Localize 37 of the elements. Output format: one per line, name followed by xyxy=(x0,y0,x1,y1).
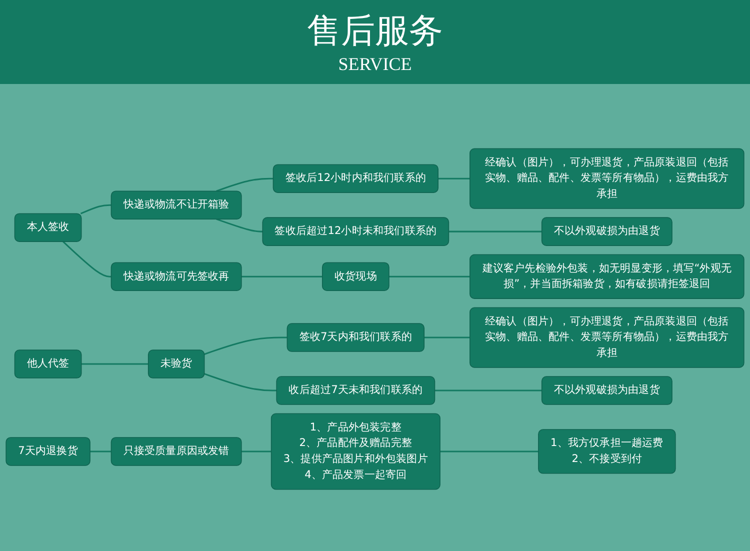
connector xyxy=(448,230,542,232)
node-box: 快递或物流可先签收再 xyxy=(110,262,242,291)
node-box: 1、产品外包装完整 2、产品配件及赠品完整 3、提供产品图片和外包装图片 4、产品发票一起寄回 xyxy=(270,413,440,490)
title: 售后服务 xyxy=(307,10,443,53)
connector xyxy=(204,373,277,392)
node-box: 7天内退换货 xyxy=(6,437,90,466)
connector xyxy=(241,450,272,452)
connector xyxy=(216,178,274,192)
node-box: 签收后12小时内和我们联系的 xyxy=(272,164,438,193)
connector xyxy=(434,390,542,392)
connector xyxy=(424,336,470,338)
connector xyxy=(440,450,538,452)
node-box: 1、我方仅承担一趟运费 2、不接受到付 xyxy=(538,429,676,474)
connector xyxy=(81,363,148,365)
node-box: 收货现场 xyxy=(322,262,390,291)
node-box: 签收7天内和我们联系的 xyxy=(286,323,425,352)
node-box: 未验货 xyxy=(148,350,205,378)
node-box: 快递或物流不让开箱验 xyxy=(110,190,242,220)
connector xyxy=(90,450,112,452)
node-box: 不以外观破损为由退货 xyxy=(541,217,672,246)
subtitle: SERVICE xyxy=(338,54,412,75)
connector xyxy=(80,204,112,214)
node-box: 他人代签 xyxy=(14,350,82,378)
node-box: 收后超过7天未和我们联系的 xyxy=(276,376,436,405)
node-box: 建议客户先检验外包装，如无明显变形，填写“外观无损”，并当面拆箱验货，如有破损请拒签退回 xyxy=(470,254,744,299)
connector xyxy=(241,276,322,278)
node-box: 经确认（图片），可办理退货，产品原装退回（包括实物、赠品、配件、发票等所有物品），运费由我方承担 xyxy=(470,148,744,209)
connector xyxy=(216,218,263,232)
node-box: 只接受质量原因或发错 xyxy=(110,437,242,466)
connector xyxy=(62,241,112,278)
node-box: 本人签收 xyxy=(14,213,82,242)
connector xyxy=(204,336,288,355)
node-box: 签收后超过12小时未和我们联系的 xyxy=(262,217,450,246)
connector xyxy=(438,178,470,180)
connector xyxy=(388,276,470,278)
node-box: 不以外观破损为由退货 xyxy=(541,376,672,405)
node-box: 经确认（图片），可办理退货，产品原装退回（包括实物、赠品、配件、发票等所有物品），运费由我方承担 xyxy=(470,307,744,368)
